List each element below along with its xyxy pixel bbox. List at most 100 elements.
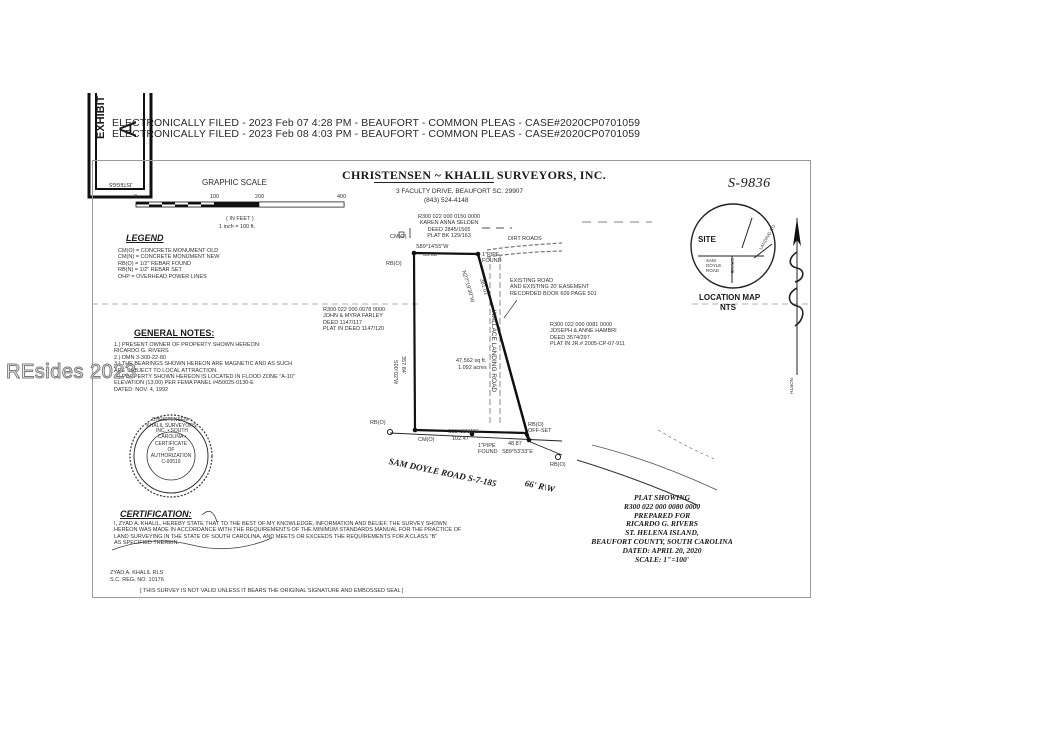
scale-unit: ( IN FEET ) [226, 216, 254, 222]
legend-title: LEGEND [126, 233, 164, 243]
dist-top: 65.63 [423, 252, 437, 258]
certification-title: CERTIFICATION: [120, 509, 192, 519]
location-map-nts: NTS [720, 303, 736, 312]
bearing-bottom: S83°33'31"E [448, 429, 479, 435]
plat-drawing [92, 160, 811, 598]
exhibit-tab: EXHIBIT A JSTEGGS [87, 93, 153, 199]
easement-line: RECORDED BOOK 609 PAGE 501 [510, 290, 597, 297]
plat-showing-line: RICARDO G. RIVERS [626, 519, 698, 529]
dirt-roads-label: DIRT ROADS [508, 236, 542, 242]
north-arrow [788, 218, 804, 375]
neighbor-line: PLAT BK 129/163 [427, 233, 471, 240]
note-line: DATED: NOV. 4, 1992 [114, 386, 169, 393]
note-line: 1.) PRESENT OWNER OF PROPERTY SHOWN HERE… [114, 342, 261, 348]
rb-tl-label: RB(O) [386, 261, 402, 267]
note-line: 4.) PROPERTY SHOWN HEREON IS LOCATED IN … [114, 374, 295, 381]
legend-item: CM(N) = CONCRETE MONUMENT NEW [118, 254, 220, 261]
neighbor-line: DEED 1147/117 [323, 319, 362, 326]
note-line: 3.) THE BEARINGS SHOWN HEREON ARE MAGNET… [114, 361, 293, 368]
seal-center: CERTIFICATE OF AUTHORIZATION C-00519 [150, 441, 192, 465]
cm-top-label: CM(O) [390, 234, 407, 240]
company-address: 3 FACULTY DRIVE, BEAUFORT SC. 29907 [396, 188, 524, 195]
bearing-bottom-right: S89°53'33"E [502, 449, 533, 455]
certification-signer: ZYAD A. KHALIL RLS [110, 570, 164, 576]
neighbor-line: R300 022 000 0081 0000 [550, 322, 613, 328]
scale-tick-100: 100 [210, 194, 220, 200]
neighbor-line: KAREN ANNA SELDEN [419, 220, 479, 227]
watermark: REsides 2023 [6, 361, 137, 384]
company-name: CHRISTENSEN ~ KHALIL SURVEYORS, INC. [342, 168, 607, 182]
legend-item: CM(O) = CONCRETE MONUMENT OLD [118, 248, 219, 254]
general-notes-list: 1.) PRESENT OWNER OF PROPERTY SHOWN HERE… [114, 342, 295, 393]
plat-showing-line: ST. HELENA ISLAND, [625, 528, 699, 538]
note-line: ARE SUBJECT TO LOCAL ATTRACTION. [114, 367, 218, 374]
neighbor-line: PLAT IN DEED 1147/120 [323, 326, 385, 333]
rb-road-label: RB(O) [550, 462, 566, 468]
plat-showing-line: DATED: APRIL 20, 2020 [622, 545, 702, 555]
location-site: SITE [698, 235, 716, 244]
plat-showing-line: SCALE: 1"=100' [635, 554, 689, 564]
neighbor-line: R300 022 000 0078 0000 [323, 307, 386, 313]
exhibit-word: EXHIBIT [95, 95, 107, 139]
survey-plat-sheet: CHRISTENSEN ~ KHALIL SURVEYORS, INC. 3 F… [92, 160, 811, 598]
cert-line: AS SPECIFIED THEREIN. [114, 540, 179, 547]
dist-bottom-right: 48.87 [508, 441, 522, 447]
rb-offset-label: RB(O) OFF-SET [528, 422, 552, 435]
neighbor-line: PLAT IN JR.# 2005-CP-07-911 [550, 341, 625, 348]
location-road1: SAM DOYLE ROAD [706, 258, 722, 273]
neighbor-line: DEED 2845/1565 [427, 226, 471, 233]
west-dist: 357.84' [400, 356, 406, 374]
neighbor-west: R300 022 000 0078 0000 JOHN & MYRA FARLE… [323, 307, 385, 333]
exhibit-letter: A [115, 120, 142, 137]
lane-name: WALLACE LANDING ROAD [490, 310, 497, 393]
plat-showing-block: PLAT SHOWING R300 022 000 0080 0000 PREP… [562, 493, 762, 564]
cert-line: I, ZYAD A. KHALIL, HEREBY STATE THAT TO … [114, 521, 447, 527]
pipe-top-label: 1"PIPE FOUND [482, 252, 502, 265]
easement-line: EXISTING ROAD [510, 278, 554, 284]
location-map-title: LOCATION MAP [699, 293, 761, 302]
parcel-acres: 1.092 acres [458, 365, 487, 371]
plat-showing-line: PLAT SHOWING [633, 493, 691, 502]
seal-outer-text: CHRISTENSEN ~ KHALIL SURVEYORS, INC. • S… [146, 417, 198, 440]
scale-ratio: 1 inch = 100 ft. [219, 224, 256, 230]
graphic-scale-title: GRAPHIC SCALE [202, 178, 267, 187]
note-line: ELEVATION (13.00) PER FEMA PANEL #450025… [114, 380, 254, 387]
cert-line: HEREON WAS MADE IN ACCORDANCE WITH THE R… [114, 527, 462, 534]
dist-bottom: 102.47 [452, 436, 469, 442]
pipe-bottom-label: 1"PIPE FOUND [478, 443, 498, 456]
easement-note: EXISTING ROAD AND EXISTING 20' EASEMENT … [510, 278, 597, 297]
neighbor-line: JOHN & MYRA FARLEY [323, 313, 383, 320]
legend-item: OHP = OVERHEAD POWER LINES [118, 273, 207, 280]
rb-bl-label: RB(O) [370, 420, 386, 426]
certification-footer: [ THIS SURVEY IS NOT VALID UNLESS IT BEA… [140, 588, 404, 594]
easement-line: AND EXISTING 20' EASEMENT [510, 284, 590, 291]
legend-list: CM(O) = CONCRETE MONUMENT OLD CM(N) = CO… [118, 248, 220, 280]
parcel-area: 47,562 sq ft. [456, 358, 487, 364]
cert-line: LAND SURVEYING IN THE STATE OF SOUTH CAR… [114, 533, 438, 540]
bearing-top: S89°14'55"W [416, 244, 449, 250]
note-line: 2.) DMN 3-300-22-80 [114, 354, 166, 361]
certification-reg: S.C. REG. NO. 10176 [110, 577, 164, 583]
filed-stamp-1: ELECTRONICALLY FILED - 2023 Feb 07 4:28 … [112, 117, 641, 129]
note-line: RICARDO G. RIVERS [114, 348, 169, 355]
neighbor-line: JOSEPH & ANNE HAMBRI [550, 328, 617, 335]
legend-item: RB(N) = 1/2" REBAR SET [118, 267, 182, 274]
neighbor-line: DEED 3574/297 [550, 334, 590, 341]
seal-line: CERTIFICATE [154, 441, 188, 447]
neighbor-line: R300 022 000 0150 0000 [418, 214, 481, 220]
legend-item: RB(O) = 1/2" REBAR FOUND [118, 260, 192, 267]
graphic-scale-bar [135, 201, 345, 208]
company-underline [374, 182, 494, 183]
neighbor-north: R300 022 000 0150 0000 KAREN ANNA SELDEN… [418, 214, 480, 240]
scale-tick-0: 0 [134, 194, 138, 200]
seal-line: AUTHORIZATION [150, 453, 192, 459]
seal-line: C-00519 [161, 459, 181, 465]
seal-line: OF [167, 447, 175, 453]
general-notes-title: GENERAL NOTES: [134, 328, 215, 338]
neighbor-east: R300 022 000 0081 0000 JOSEPH & ANNE HAM… [550, 322, 625, 348]
cm-bottom-label: CM(O) [418, 437, 435, 443]
location-road2: GRAVE [730, 258, 735, 274]
scale-tick-200: 200 [255, 194, 265, 200]
company-phone: (843) 524-4148 [424, 197, 469, 204]
filed-stamp-2: ELECTRONICALLY FILED - 2023 Feb 08 4:03 … [112, 128, 641, 140]
